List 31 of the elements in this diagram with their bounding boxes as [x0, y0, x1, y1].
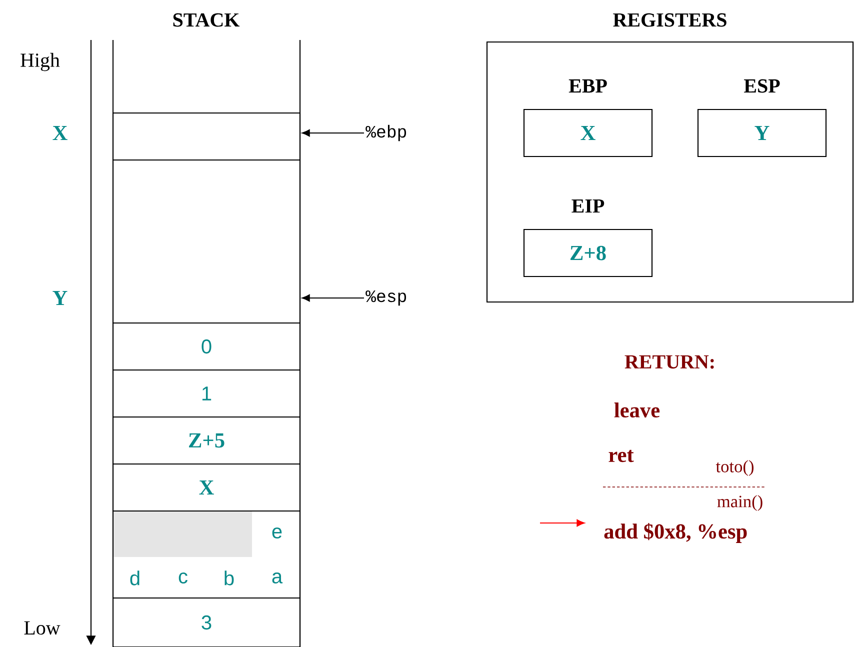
instruction: add $0x8, %esp	[604, 523, 747, 543]
address-label: Y	[52, 291, 68, 305]
axis-label: High	[20, 52, 60, 72]
instruction: ret	[608, 450, 634, 462]
stack-cell: 0	[112, 322, 301, 371]
stack-cell: e d c b a	[112, 510, 301, 599]
register-name: EIP	[572, 199, 604, 213]
axis-label: Low	[24, 621, 60, 635]
address-label: X	[52, 126, 68, 140]
stack-cell: Z+5	[112, 416, 301, 465]
stack-cell: X	[112, 463, 301, 512]
register-box: Y	[697, 108, 827, 158]
pointer-label: %esp	[366, 290, 406, 306]
function-label: main()	[717, 495, 762, 511]
register-box: Z+8	[523, 228, 653, 278]
heading: STACK	[173, 13, 240, 27]
stack-cell	[112, 159, 301, 324]
register-name: EBP	[568, 79, 607, 93]
arrow	[540, 519, 585, 527]
section-heading: RETURN:	[624, 355, 714, 369]
stack-cell	[112, 112, 301, 161]
register-box: X	[523, 108, 653, 158]
arrow	[302, 294, 364, 302]
function-label: toto()	[716, 460, 754, 476]
stack-cell: 3	[112, 597, 301, 647]
instruction: leave	[614, 402, 660, 418]
stack-cell: 1	[112, 369, 301, 418]
pointer-label: %ebp	[366, 124, 406, 142]
register-name: ESP	[744, 79, 780, 93]
panel-heading: REGISTERS	[613, 13, 726, 27]
arrow	[302, 129, 364, 137]
